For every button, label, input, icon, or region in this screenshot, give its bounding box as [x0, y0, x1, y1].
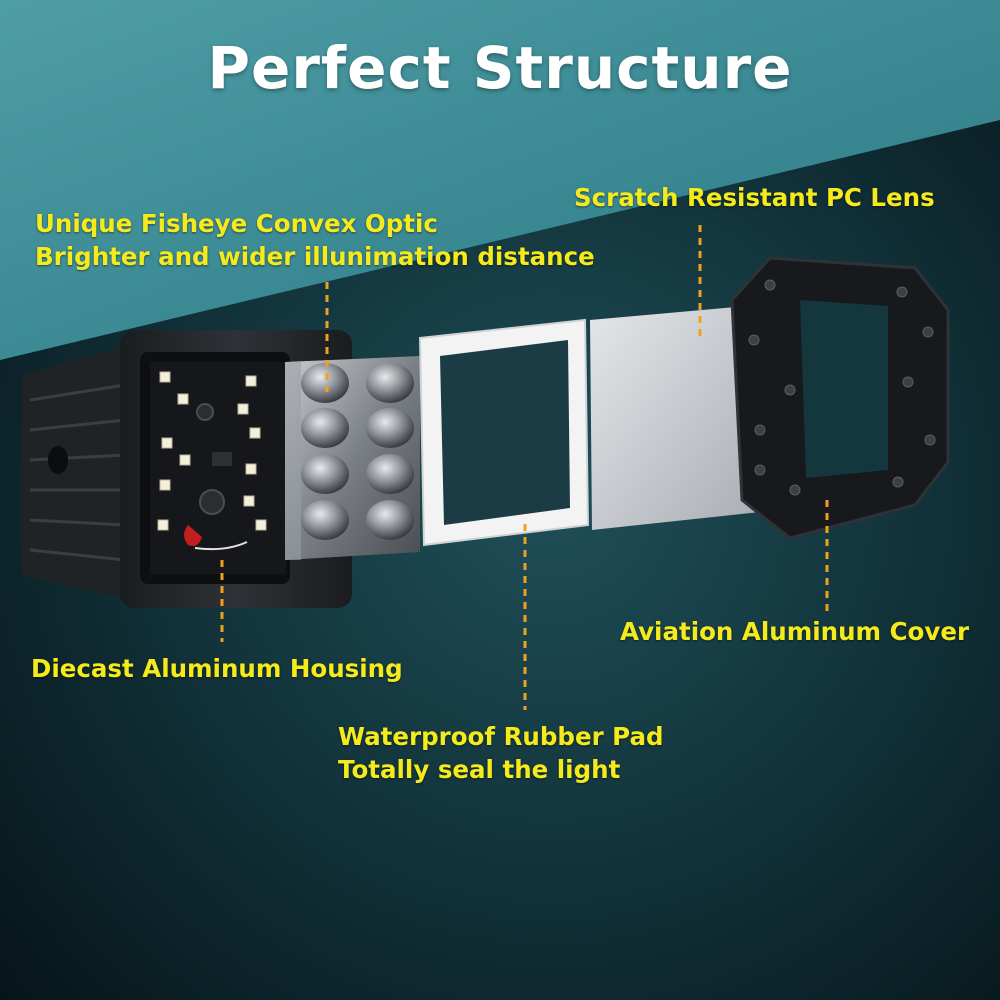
cover-label-line1: Aviation Aluminum Cover	[620, 617, 970, 646]
pc-lens-label-line1: Scratch Resistant PC Lens	[574, 183, 935, 212]
rubber-pad-label-line2: Totally seal the light	[338, 755, 621, 784]
aluminum-cover-part	[730, 256, 950, 540]
rubber-pad-part	[418, 318, 590, 547]
fisheye-optic-label-line2: Brighter and wider illunimation distance	[35, 242, 595, 271]
fisheye-optic-part	[285, 356, 420, 560]
pc-lens-part	[590, 305, 760, 530]
rubber-pad-label-line1: Waterproof Rubber Pad	[338, 722, 664, 751]
pc-lens-label: Scratch Resistant PC Lens	[574, 181, 935, 214]
led-chips	[157, 371, 267, 531]
rubber-pad-label: Waterproof Rubber Pad Totally seal the l…	[338, 720, 664, 786]
teal-banner	[0, 0, 1000, 360]
cover-label: Aviation Aluminum Cover	[620, 615, 969, 648]
fisheye-optic-label-line1: Unique Fisheye Convex Optic	[35, 209, 438, 238]
diecast-housing-part	[22, 330, 352, 608]
fisheye-optic-label: Unique Fisheye Convex Optic Brighter and…	[35, 207, 595, 273]
page-title: Perfect Structure	[207, 34, 793, 102]
housing-label-line1: Diecast Aluminum Housing	[31, 654, 403, 683]
housing-label: Diecast Aluminum Housing	[31, 652, 403, 685]
